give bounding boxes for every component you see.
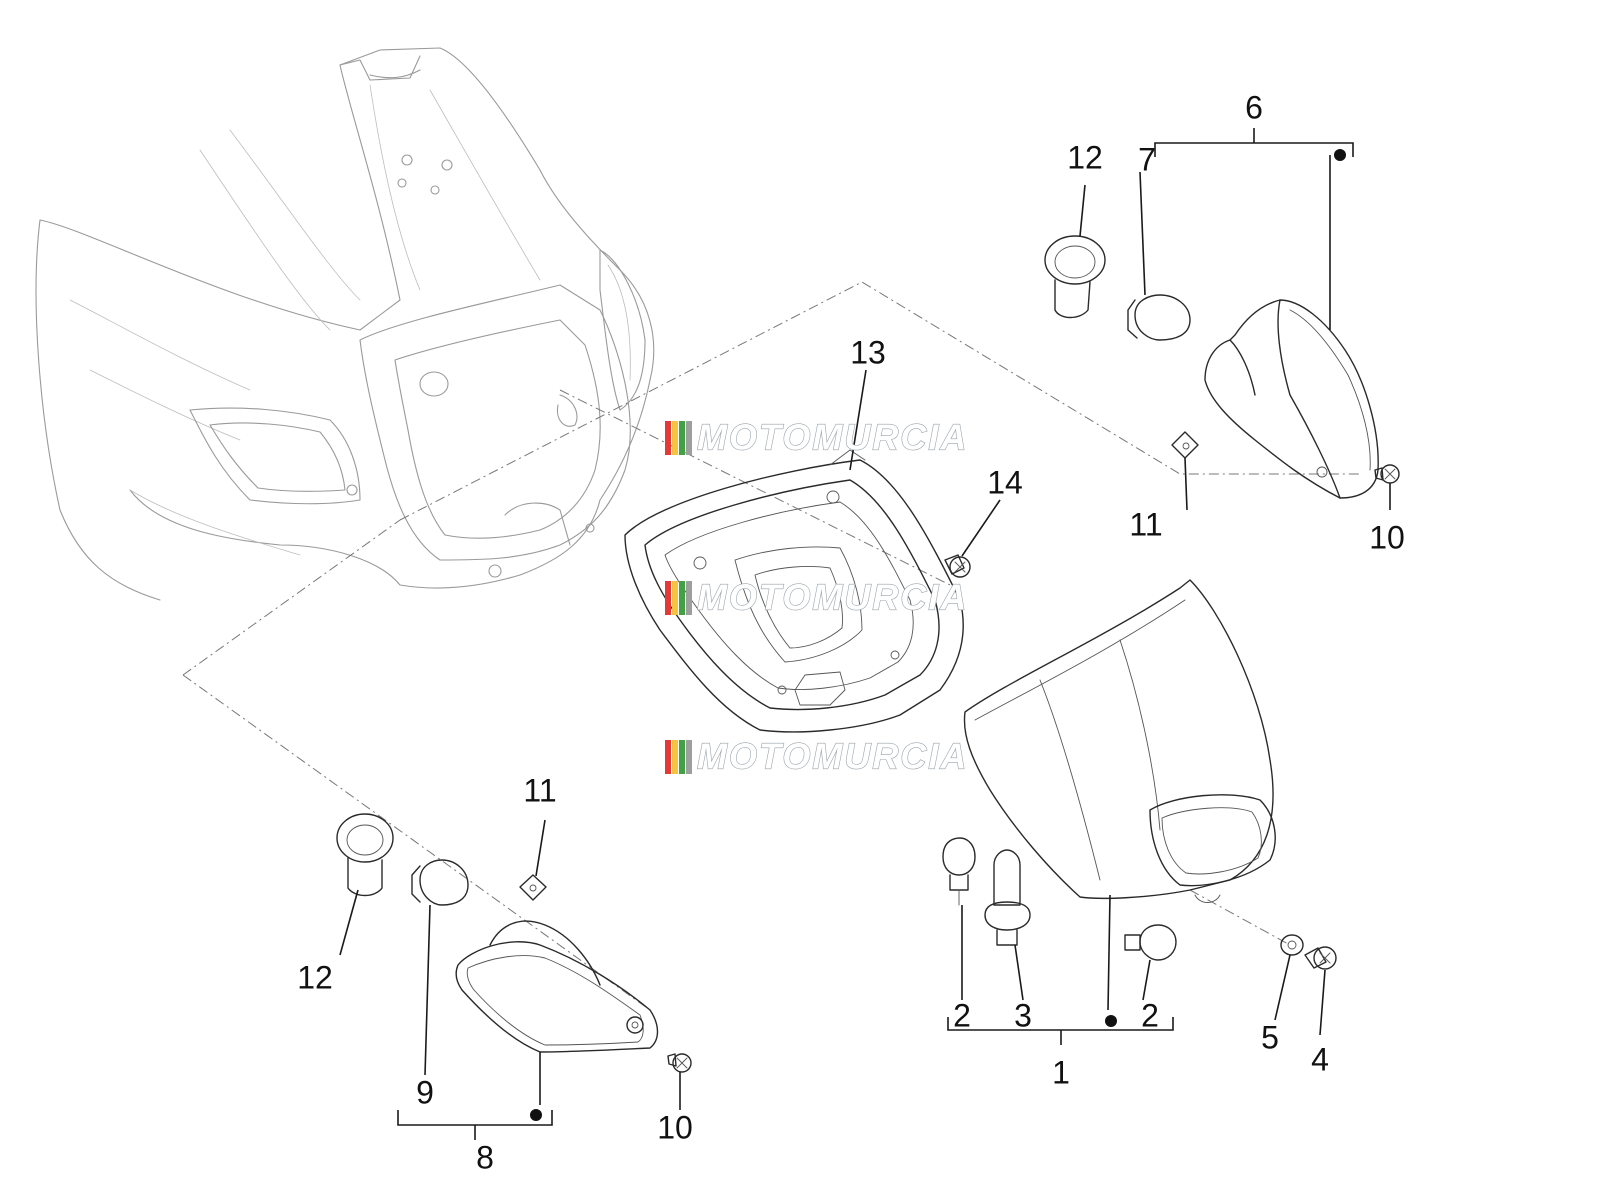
callout-13: 13 [850,334,886,370]
watermark-bottom: MOTOMURCIA [665,735,968,777]
watermark-top: MOTOMURCIA [665,416,968,458]
callout-12-lower: 12 [297,959,333,995]
bulb-socket-part-12-lower [336,813,394,897]
scooter-body-outline [35,47,655,601]
assembly-bracket-6 [1154,128,1354,161]
callout-6: 6 [1245,89,1263,125]
callout-3: 3 [1014,997,1032,1033]
screw-part-10-lower [667,1053,692,1073]
right-turn-signal [1204,299,1379,499]
callout-10-upper: 10 [1369,519,1405,555]
tail-light-housing [624,449,964,733]
callout-10-lower: 10 [657,1109,693,1145]
callout-8: 8 [476,1139,494,1175]
screw-part-14 [944,554,971,578]
assembly-bracket-8 [397,1109,553,1140]
callout-labels: 1 2 3 2 4 5 6 7 8 9 10 10 11 11 12 12 13… [297,89,1405,1175]
screw-part-4 [1304,946,1337,970]
callout-5: 5 [1261,1019,1279,1055]
left-turn-signal [455,920,659,1053]
callout-2-right: 2 [1141,997,1159,1033]
callout-12-upper: 12 [1067,139,1103,175]
callout-11-lower: 11 [523,772,556,808]
callout-7: 7 [1138,141,1156,177]
headlight-assembly [942,579,1276,961]
callout-2-left: 2 [953,997,971,1033]
assembly-bracket-1 [947,1015,1174,1045]
watermark-text-top: MOTOMURCIA [697,417,968,458]
callout-4: 4 [1311,1041,1329,1077]
clip-nut-part-11-lower [519,874,547,901]
watermark-text-bottom: MOTOMURCIA [697,736,968,777]
watermark-text-middle: MOTOMURCIA [697,577,968,618]
bulb-part-7 [1127,294,1191,341]
callout-11-upper: 11 [1129,506,1162,542]
assembly-centerlines [182,281,1360,1011]
bulb-part-9 [411,859,469,906]
callout-1: 1 [1052,1054,1070,1090]
callout-9: 9 [416,1074,434,1110]
callout-14: 14 [987,464,1023,500]
clip-nut-part-11-upper [1171,431,1199,459]
bulb-socket-part-12-upper [1044,235,1106,319]
washer-part-5 [1280,934,1304,956]
watermark-middle: MOTOMURCIA [665,576,968,618]
leader-lines [339,155,1391,1110]
